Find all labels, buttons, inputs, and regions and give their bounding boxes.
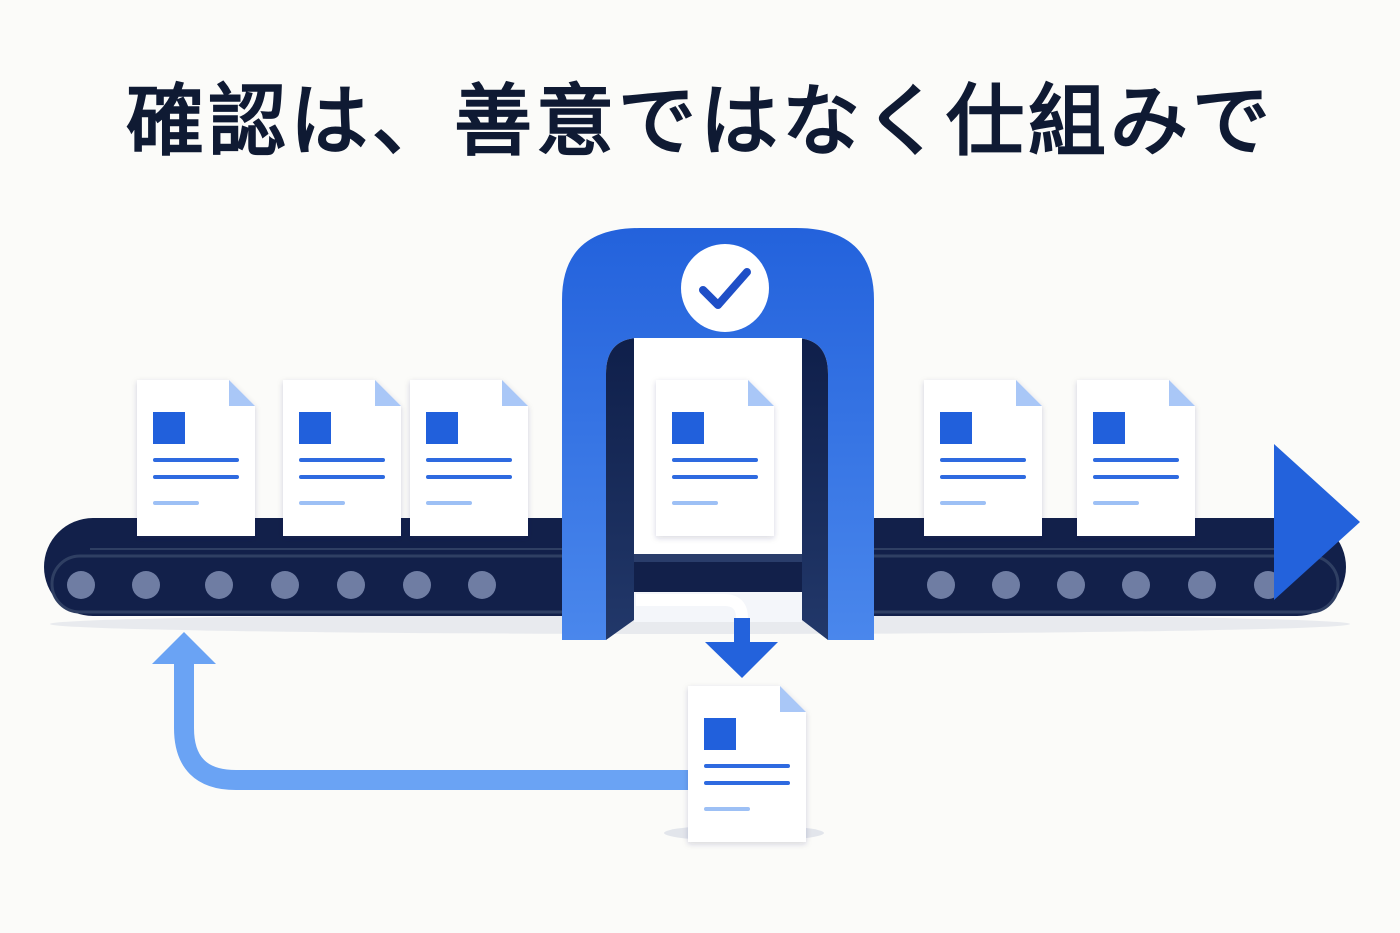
arrow-up-icon	[152, 632, 690, 790]
roller	[1188, 571, 1216, 599]
roller	[403, 571, 431, 599]
roller	[1057, 571, 1085, 599]
roller	[132, 571, 160, 599]
check-badge	[681, 244, 769, 332]
document-icon	[656, 380, 774, 536]
document-icon	[1077, 380, 1195, 536]
roller	[67, 571, 95, 599]
check-icon	[699, 268, 751, 309]
page-title: 確認は、善意ではなく仕組みで	[125, 77, 1274, 167]
roller	[468, 571, 496, 599]
arrow-right-icon	[1274, 444, 1360, 600]
belt-shadow	[50, 614, 1350, 634]
document-icon	[924, 380, 1042, 536]
roller	[992, 571, 1020, 599]
document-icon	[688, 686, 806, 842]
arrow-down-icon	[636, 594, 778, 678]
document-icon	[283, 380, 401, 536]
roller	[927, 571, 955, 599]
document-icon	[137, 380, 255, 536]
roller	[205, 571, 233, 599]
roller	[1122, 571, 1150, 599]
belt-rollers	[67, 571, 1282, 599]
roller	[271, 571, 299, 599]
roller	[337, 571, 365, 599]
document-icon	[410, 380, 528, 536]
